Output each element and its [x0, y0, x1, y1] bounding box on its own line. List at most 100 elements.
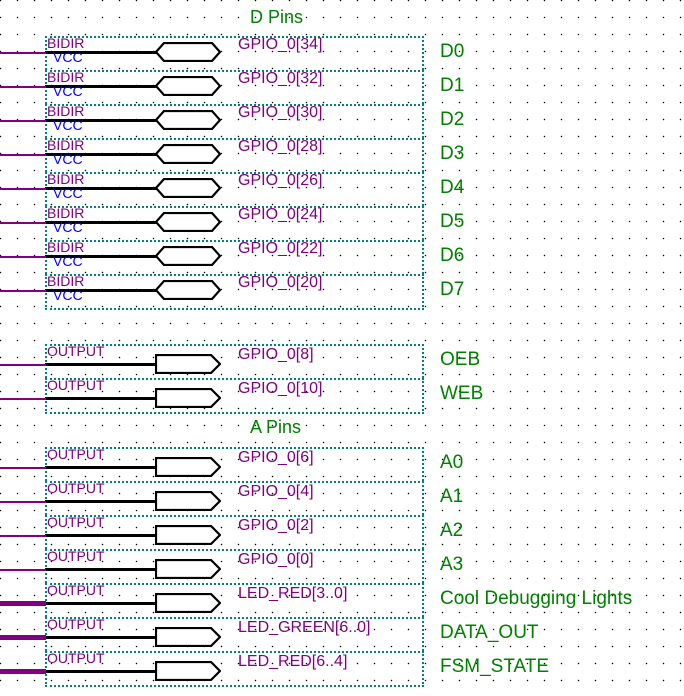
bidir-pin-icon[interactable] [154, 245, 222, 267]
signal-wire [45, 568, 157, 571]
bidir-pin-icon[interactable] [154, 177, 222, 199]
input-wire[interactable] [0, 256, 46, 258]
signal-wire [45, 670, 157, 673]
pin-name[interactable]: GPIO_0[22] [238, 240, 323, 257]
bidir-pin-icon[interactable] [154, 279, 222, 301]
direction-label: BIDIR [47, 69, 85, 85]
net-label: A2 [440, 520, 464, 541]
pin-name[interactable]: GPIO_0[4] [238, 483, 314, 500]
bidir-pin-icon[interactable] [154, 109, 222, 131]
input-wire[interactable] [0, 467, 46, 469]
input-wire[interactable] [0, 601, 46, 606]
signal-wire [45, 466, 157, 469]
net-label: OEB [440, 349, 481, 370]
pin-name[interactable]: GPIO_0[10] [238, 380, 323, 397]
pin-name[interactable]: LED_GREEN[6..0] [238, 619, 371, 636]
input-wire[interactable] [0, 569, 46, 571]
direction-label: OUTPUT [47, 548, 105, 564]
pin-name[interactable]: GPIO_0[30] [238, 104, 323, 121]
pin-row[interactable]: OUTPUT LED_GREEN[6..0] [45, 616, 424, 651]
io-standard-label: VCC [53, 287, 83, 303]
direction-label: BIDIR [47, 103, 85, 119]
net-label: FSM_STATE [440, 656, 550, 677]
bidir-pin-icon[interactable] [154, 41, 222, 63]
signal-wire [45, 255, 157, 258]
bidir-pin-icon[interactable] [154, 143, 222, 165]
pin-row[interactable]: OUTPUT GPIO_0[2] [45, 514, 424, 549]
pin-name[interactable]: GPIO_0[6] [238, 449, 314, 466]
pin-name[interactable]: LED_RED[6..4] [238, 653, 348, 670]
signal-wire [45, 85, 157, 88]
pin-row[interactable]: OUTPUT GPIO_0[10] [45, 377, 424, 414]
output-pin-icon[interactable] [154, 490, 222, 512]
input-wire[interactable] [0, 86, 46, 88]
pin-frame [45, 481, 424, 515]
net-label: D7 [440, 279, 465, 300]
input-wire[interactable] [0, 501, 46, 503]
pin-name[interactable]: GPIO_0[24] [238, 206, 323, 223]
input-wire[interactable] [0, 52, 46, 54]
pin-name[interactable]: GPIO_0[2] [238, 517, 314, 534]
pin-name[interactable]: GPIO_0[32] [238, 70, 323, 87]
signal-wire [45, 119, 157, 122]
input-wire[interactable] [0, 290, 46, 292]
signal-wire [45, 187, 157, 190]
pin-name[interactable]: GPIO_0[34] [238, 36, 323, 53]
pin-frame [45, 447, 424, 481]
output-pin-icon[interactable] [154, 387, 222, 409]
output-pin-icon[interactable] [154, 626, 222, 648]
pin-frame [45, 274, 424, 310]
net-label: DATA_OUT [440, 622, 539, 643]
direction-label: OUTPUT [47, 616, 105, 632]
input-wire[interactable] [0, 120, 46, 122]
input-wire[interactable] [0, 669, 46, 674]
input-wire[interactable] [0, 154, 46, 156]
net-label: D5 [440, 211, 465, 232]
input-wire[interactable] [0, 222, 46, 224]
io-standard-label: VCC [53, 83, 83, 99]
output-pin-icon[interactable] [154, 456, 222, 478]
input-wire[interactable] [0, 535, 46, 537]
pin-name[interactable]: LED_RED[3..0] [238, 585, 348, 602]
output-pin-icon[interactable] [154, 558, 222, 580]
pin-name[interactable]: GPIO_0[26] [238, 172, 323, 189]
pin-name[interactable]: GPIO_0[0] [238, 551, 314, 568]
net-label: D1 [440, 75, 465, 96]
pin-row[interactable]: OUTPUT LED_RED[6..4] [45, 650, 424, 687]
direction-label: BIDIR [47, 273, 85, 289]
input-wire[interactable] [0, 635, 46, 640]
output-pin-icon[interactable] [154, 592, 222, 614]
bidir-pin-icon[interactable] [154, 75, 222, 97]
bidir-pin-icon[interactable] [154, 211, 222, 233]
direction-label: OUTPUT [47, 650, 105, 666]
io-standard-label: VCC [53, 49, 83, 65]
pin-row[interactable]: OUTPUT GPIO_0[0] [45, 548, 424, 583]
io-standard-label: VCC [53, 253, 83, 269]
output-pin-icon[interactable] [154, 353, 222, 375]
signal-wire [45, 636, 157, 639]
input-wire[interactable] [0, 188, 46, 190]
output-pin-icon[interactable] [154, 660, 222, 682]
pin-name[interactable]: GPIO_0[20] [238, 274, 323, 291]
input-wire[interactable] [0, 398, 46, 400]
pin-name[interactable]: GPIO_0[28] [238, 138, 323, 155]
pin-name[interactable]: GPIO_0[8] [238, 346, 314, 363]
input-wire[interactable] [0, 364, 46, 366]
net-label: WEB [440, 383, 484, 404]
direction-label: OUTPUT [47, 514, 105, 530]
signal-wire [45, 153, 157, 156]
direction-label: OUTPUT [47, 377, 105, 393]
output-pin-icon[interactable] [154, 524, 222, 546]
